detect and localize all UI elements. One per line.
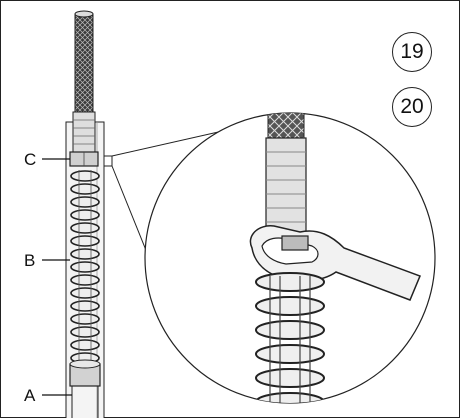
grooved-sleeve [72,111,96,157]
zoom-nut [281,235,309,251]
threaded-rod [74,13,94,113]
callout-a: A [24,386,36,405]
callout-b: B [24,251,36,270]
zoom-sleeve [265,137,307,239]
step-20-badge: 20 [392,87,432,127]
zoom-spring [255,272,325,403]
callout-c: C [24,150,37,169]
step-19-badge: 19 [392,32,432,72]
magnified-detail [144,112,436,404]
strut-assembly [42,10,105,418]
coil-spring [70,170,100,364]
